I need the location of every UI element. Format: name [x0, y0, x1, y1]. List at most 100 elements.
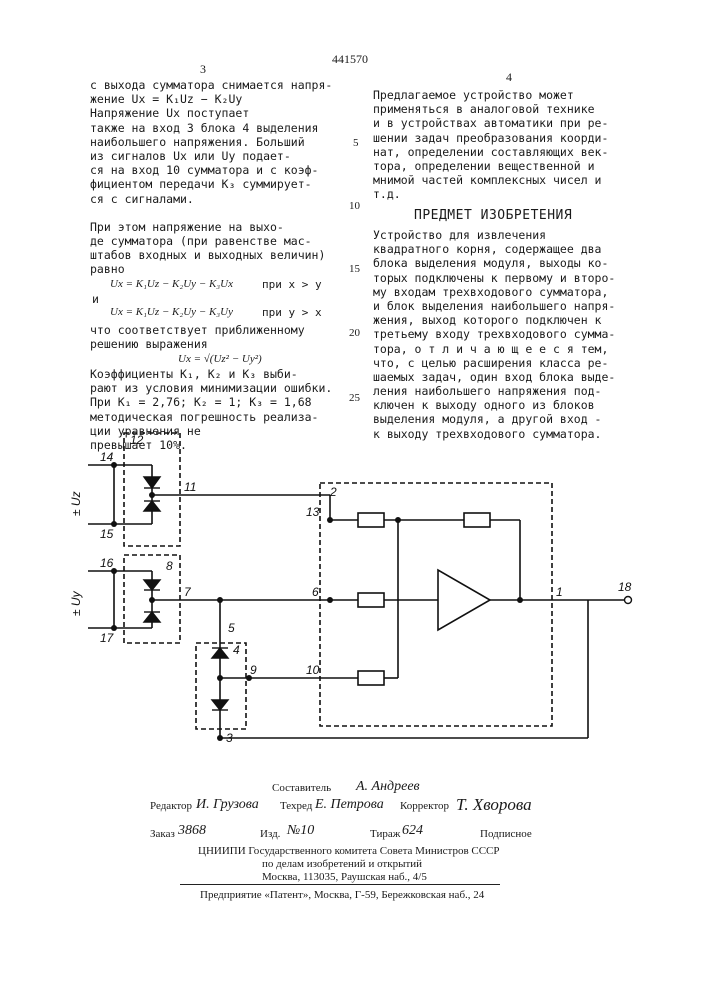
label-uz: ± Uz — [69, 491, 83, 516]
text-line: что, с целью расширения класса ре- — [373, 356, 653, 370]
techred-label: Техред — [280, 800, 312, 812]
label-7: 7 — [184, 585, 192, 599]
text-line: и в устройствах автоматики при ре- — [373, 116, 653, 130]
left-column-part2: что соответствует приближенному решению … — [90, 323, 345, 351]
text-line: и блок выделения наибольшего напря- — [373, 299, 653, 313]
label-6: 6 — [312, 585, 319, 599]
text-line: Устройство для извлечения — [373, 228, 653, 242]
label-17: 17 — [100, 631, 115, 645]
line-number: 15 — [349, 263, 360, 275]
text-line — [90, 206, 345, 220]
label-uy: ± Uy — [69, 590, 83, 616]
label-9: 9 — [250, 663, 257, 677]
izd-label: Изд. — [260, 828, 280, 840]
printer-line: Предприятие «Патент», Москва, Г-59, Бере… — [200, 889, 484, 901]
label-11: 11 — [184, 480, 196, 494]
patent-number: 441570 — [332, 52, 368, 67]
label-16: 16 — [100, 556, 114, 570]
text-line: тора, определении вещественной и — [373, 159, 653, 173]
order-label: Заказ — [150, 828, 175, 840]
diode-4a — [212, 648, 228, 658]
tirazh-label: Тираж — [370, 828, 400, 840]
text-line: ся на вход 10 сумматора и с коэф- — [90, 163, 345, 177]
text-line: штабов входных и выходных величин) — [90, 248, 345, 262]
colophon-divider — [180, 884, 500, 885]
section-heading: ПРЕДМЕТ ИЗОБРЕТЕНИЯ — [414, 208, 572, 223]
label-8: 8 — [166, 559, 173, 573]
formula-2-condition: при y > x — [262, 306, 322, 319]
text-line: мнимой частей комплексных чисел и — [373, 173, 653, 187]
line-number: 20 — [349, 327, 360, 339]
text-line: рают из условия минимизации ошибки. — [90, 381, 345, 395]
compiler-label: Составитель — [272, 782, 331, 794]
page-number-right: 4 — [506, 70, 512, 85]
text-line: шении задач преобразования коорди- — [373, 131, 653, 145]
text-line: ся с сигналами. — [90, 192, 345, 206]
circuit-diagram: 12 14 11 15 2 13 16 8 7 17 6 1 18 5 4 9 … — [0, 420, 707, 760]
text-line: ключен к выходу одного из блоков — [373, 398, 653, 412]
formula-1-condition: при x > y — [262, 278, 322, 291]
editor-name: И. Грузова — [196, 797, 259, 813]
text-line: из сигналов Ux или Uy подает- — [90, 149, 345, 163]
text-line: жение Ux = K₁Uz − K₂Uy — [90, 92, 345, 106]
text-line: Напряжение Ux поступает — [90, 106, 345, 120]
editor-label: Редактор — [150, 800, 192, 812]
diode-8a — [144, 580, 160, 590]
text-line: наибольшего напряжения. Больший — [90, 135, 345, 149]
text-line: му входам трехвходового сумматора, — [373, 285, 653, 299]
label-3: 3 — [226, 731, 233, 745]
formula-3: Ux = √(Uz² − Uy²) — [178, 353, 262, 365]
text-line: тора, о т л и ч а ю щ е е с я тем, — [373, 342, 653, 356]
label-13: 13 — [306, 505, 320, 519]
resistor-2 — [358, 593, 384, 607]
text-line: применяться в аналоговой технике — [373, 102, 653, 116]
output-terminal — [625, 597, 632, 604]
text-line: При K₁ = 2,76; K₂ = 1; K₃ = 1,68 — [90, 395, 345, 409]
text-line: с выхода сумматора снимается напря- — [90, 78, 345, 92]
label-5: 5 — [228, 621, 235, 635]
label-14: 14 — [100, 450, 114, 464]
text-line: третьему входу трехвходового сумма- — [373, 327, 653, 341]
page-number-left: 3 — [200, 62, 206, 77]
formula-2: Ux = K₁Uz − K₂Uy − K₃Uy — [110, 306, 233, 318]
left-column: с выхода сумматора снимается напря- жени… — [90, 78, 345, 277]
resistor-1 — [358, 513, 384, 527]
org-line-3: Москва, 113035, Раушская наб., 4/5 — [262, 871, 427, 883]
text-line: равно — [90, 262, 345, 276]
text-line: торых подключены к первому и второ- — [373, 271, 653, 285]
text-line: ления наибольшего напряжения под- — [373, 384, 653, 398]
order-value: 3868 — [178, 823, 206, 839]
izd-value: №10 — [287, 823, 314, 839]
label-18: 18 — [618, 580, 632, 594]
and-word: и — [92, 292, 99, 306]
line-number: 25 — [349, 392, 360, 404]
org-line-1: ЦНИИПИ Государственного комитета Совета … — [198, 845, 500, 857]
text-line: решению выражения — [90, 337, 345, 351]
right-column: Предлагаемое устройство может применятьс… — [373, 88, 653, 202]
text-line: Коэффициенты K₁, K₂ и K₃ выби- — [90, 367, 345, 381]
text-line: т.д. — [373, 187, 653, 201]
text-line: Предлагаемое устройство может — [373, 88, 653, 102]
text-line: квадратного корня, содержащее два — [373, 242, 653, 256]
text-line: фициентом передачи K₃ суммирует- — [90, 177, 345, 191]
text-line: При этом напряжение на выхо- — [90, 220, 345, 234]
text-line: что соответствует приближенному — [90, 323, 345, 337]
label-15: 15 — [100, 527, 114, 541]
tirazh-value: 624 — [402, 823, 423, 839]
label-1: 1 — [556, 585, 563, 599]
compiler-name: А. Андреев — [356, 779, 420, 795]
text-line: нат, определении составляющих век- — [373, 145, 653, 159]
diode-12a — [144, 477, 160, 488]
formula-1: Ux = K₁Uz − K₂Uy − K₃Ux — [110, 278, 233, 290]
label-12: 12 — [130, 433, 144, 447]
corrector-label: Корректор — [400, 800, 449, 812]
techred-name: Е. Петрова — [315, 797, 384, 813]
text-line: шаемых задач, один вход блока выде- — [373, 370, 653, 384]
text-line: блока выделения модуля, выходы ко- — [373, 256, 653, 270]
resistor-3 — [358, 671, 384, 685]
text-line: жения, выход которого подключен к — [373, 313, 653, 327]
label-4: 4 — [233, 643, 240, 657]
org-line-2: по делам изобретений и открытий — [262, 858, 422, 870]
line-number: 10 — [349, 200, 360, 212]
claim-text: Устройство для извлечения квадратного ко… — [373, 228, 653, 441]
